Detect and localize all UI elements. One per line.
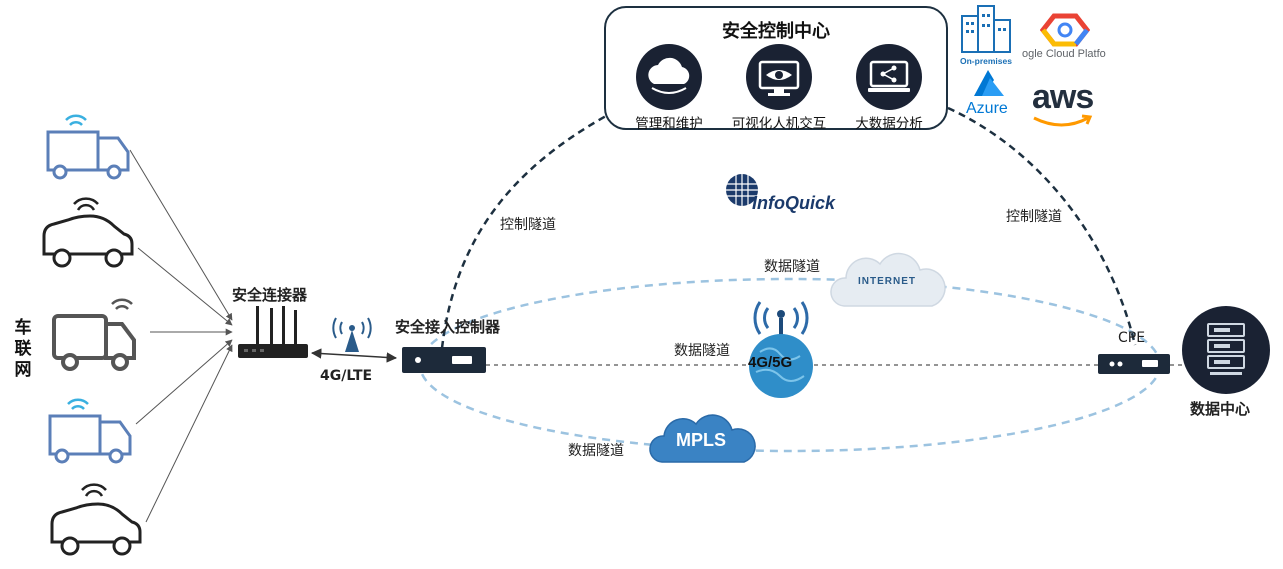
data-tunnel-label: 数据隧道	[764, 259, 820, 275]
data-center-label: 数据中心	[1190, 400, 1251, 418]
gcloud-label: ogle Cloud Platfo	[1022, 48, 1106, 60]
control-item-label: 管理和维护	[635, 116, 703, 132]
car-icon	[50, 483, 142, 556]
control-tunnel-right	[947, 106, 1137, 346]
access-controller-label: 安全接入控制器	[395, 318, 501, 336]
control-tunnel-label: 控制隧道	[1006, 209, 1062, 225]
infoquick-globe-icon	[726, 174, 758, 206]
control-item-label: 大数据分析	[855, 116, 923, 132]
azure-icon	[974, 70, 1004, 96]
aws-smile-icon	[1033, 114, 1093, 127]
cloud-icon	[636, 44, 702, 110]
server-icon	[1182, 306, 1270, 394]
share-monitor-icon	[856, 44, 922, 110]
globe-tower-icon	[749, 301, 813, 398]
data-tunnel-label: 数据隧道	[674, 343, 730, 359]
vehicle-link-2	[137, 247, 233, 326]
security-connector-label: 安全连接器	[232, 286, 308, 304]
control-tunnel-label: 控制隧道	[500, 217, 556, 233]
security-control-center: 安全控制中心 管理和维护 可视化人机交互	[604, 6, 948, 132]
eye-monitor-icon	[746, 44, 812, 110]
mpls-cloud-icon	[649, 414, 756, 463]
lte-link	[310, 348, 398, 363]
truck-icon	[52, 298, 136, 371]
router-icon	[238, 306, 308, 358]
lte-label: 4G/LTE	[320, 368, 373, 384]
truck-icon	[48, 398, 132, 464]
control-center-title: 安全控制中心	[722, 21, 830, 42]
control-item-label: 可视化人机交互	[731, 116, 827, 132]
control-tunnel-left	[440, 114, 607, 349]
vehicle-network-label: 车 联 网	[14, 318, 32, 380]
building-icon	[961, 5, 1011, 53]
brand-logo: InfoQuick	[752, 193, 836, 213]
network-45g-label: 4G/5G	[748, 354, 793, 371]
onprem-label: On-premises	[960, 56, 1012, 66]
truck-icon	[46, 114, 130, 180]
cpe-device-icon	[1098, 354, 1170, 374]
data-tunnel-label: 数据隧道	[568, 443, 624, 459]
car-icon	[42, 197, 134, 268]
internet-cloud-icon	[830, 252, 946, 307]
vehicle-link-1	[129, 149, 233, 321]
azure-label: Azure	[966, 100, 1008, 117]
controller-device-icon	[402, 347, 486, 373]
cpe-label: CPE	[1118, 330, 1146, 346]
google-cloud-icon	[1040, 13, 1090, 47]
antenna-icon	[332, 317, 372, 352]
vehicle-link-4	[135, 339, 233, 425]
mpls-label: MPLS	[676, 430, 727, 450]
internet-label: INTERNET	[858, 276, 916, 287]
aws-label: aws	[1032, 78, 1094, 116]
vehicle-link-5	[145, 344, 233, 523]
